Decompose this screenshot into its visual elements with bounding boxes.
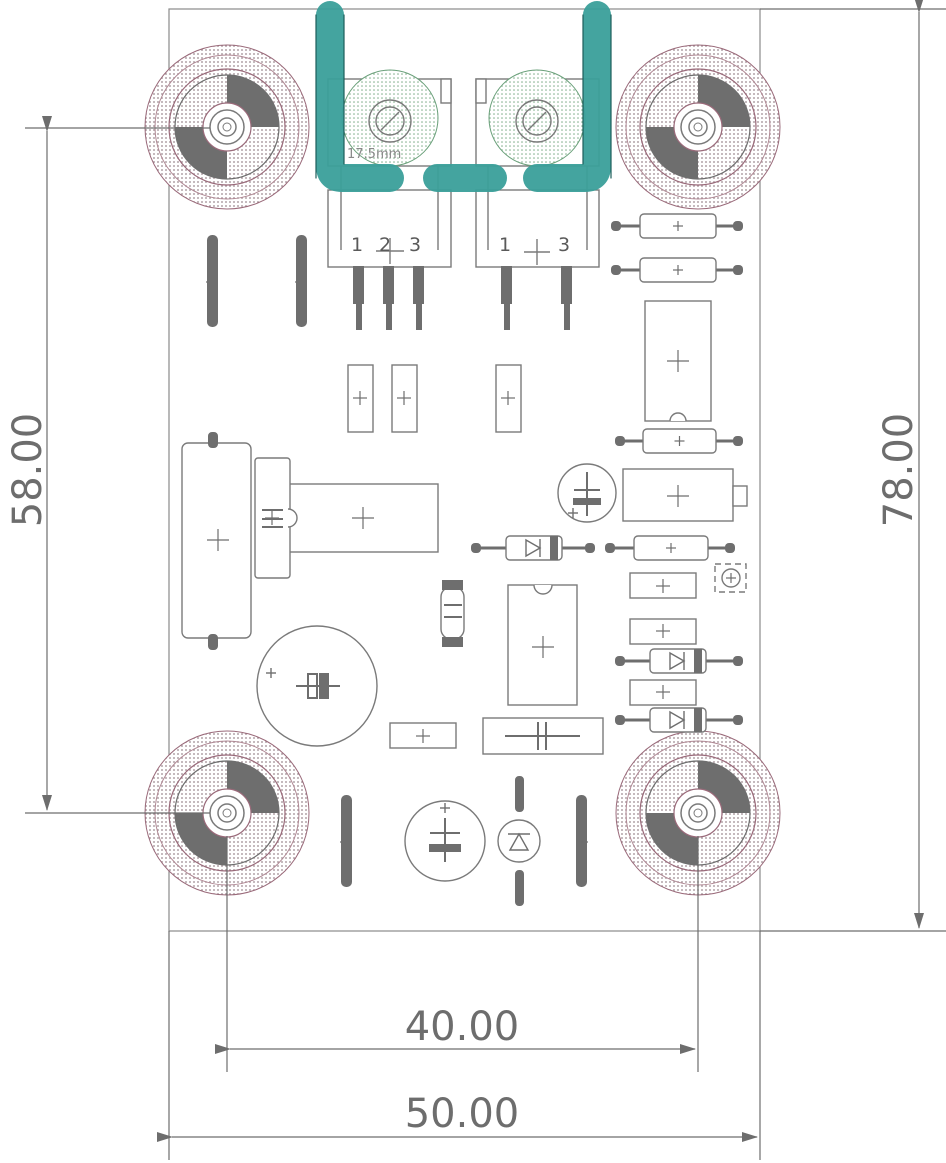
mounting-hole-2: [615, 44, 781, 210]
resistor-r4: [605, 535, 735, 561]
axial-components: [471, 213, 743, 733]
resistor-r1: [611, 213, 743, 239]
regulator-right-legs: [501, 266, 572, 330]
reg-right-pin-1: 1: [499, 234, 511, 256]
polarity-mark-1: [266, 668, 276, 678]
board-width-label: 50.00: [405, 1091, 520, 1137]
diode-d2: [615, 648, 743, 674]
resistor-r2: [611, 257, 743, 283]
copper-trace-outline: [315, 14, 612, 179]
reg-left-pin-2: 2: [379, 234, 391, 256]
hole-spacing-vertical-label: 58.00: [5, 413, 51, 528]
heatsink-size-label: 17.5mm: [347, 147, 401, 162]
center-crosshairs: [206, 276, 736, 848]
resistor-r3: [615, 428, 743, 454]
mounting-hole-1: [144, 44, 310, 210]
hole-spacing-horizontal-label: 40.00: [405, 1004, 520, 1050]
reg-left-pin-1: 1: [351, 234, 363, 256]
polarity-mark-3: [568, 508, 578, 518]
copper-traces: [316, 1, 611, 192]
regulator-left: [327, 69, 452, 268]
diode-d1: [471, 535, 595, 561]
regulator-right: [475, 69, 600, 268]
polarity-mark-2: [440, 803, 450, 813]
diode-symbol-bottom: [508, 832, 530, 851]
board-height-label: 78.00: [876, 413, 922, 528]
mounting-holes: [144, 44, 781, 896]
capacitor-markings: [208, 432, 601, 906]
dimension-lines: [25, 0, 946, 1160]
diode-d3: [615, 707, 743, 733]
regulator-left-legs: [353, 266, 424, 330]
mounting-hole-4: [615, 730, 781, 896]
reg-left-pin-3: 3: [409, 234, 421, 256]
ic-notches: [287, 78, 748, 595]
reg-right-pin-3: 3: [558, 234, 570, 256]
